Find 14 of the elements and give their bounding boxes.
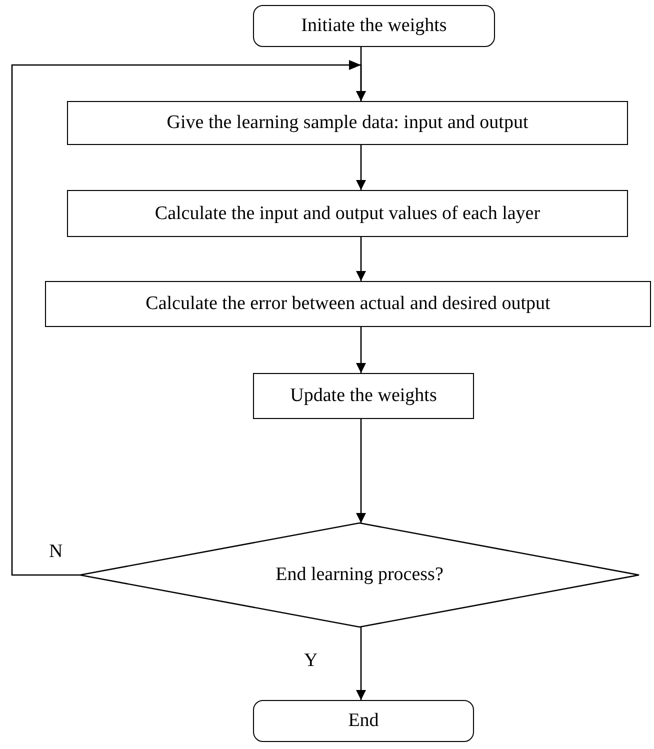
process-box [45, 281, 651, 327]
terminal-box [253, 5, 495, 47]
process-box [67, 190, 628, 237]
node-label: End learning process? [276, 564, 444, 586]
decision-diamond [80, 523, 639, 627]
node-label: Update the weights [290, 385, 437, 407]
node-label: End [348, 710, 379, 732]
node-label: Give the learning sample data: input and output [166, 112, 528, 134]
node-label: Calculate the error between actual and desired output [146, 293, 550, 315]
process-box [67, 101, 628, 145]
node-label: Calculate the input and output values of each layer [154, 202, 540, 224]
terminal-box [253, 700, 474, 742]
process-box [253, 373, 474, 419]
node-label: Initiate the weights [301, 15, 447, 37]
